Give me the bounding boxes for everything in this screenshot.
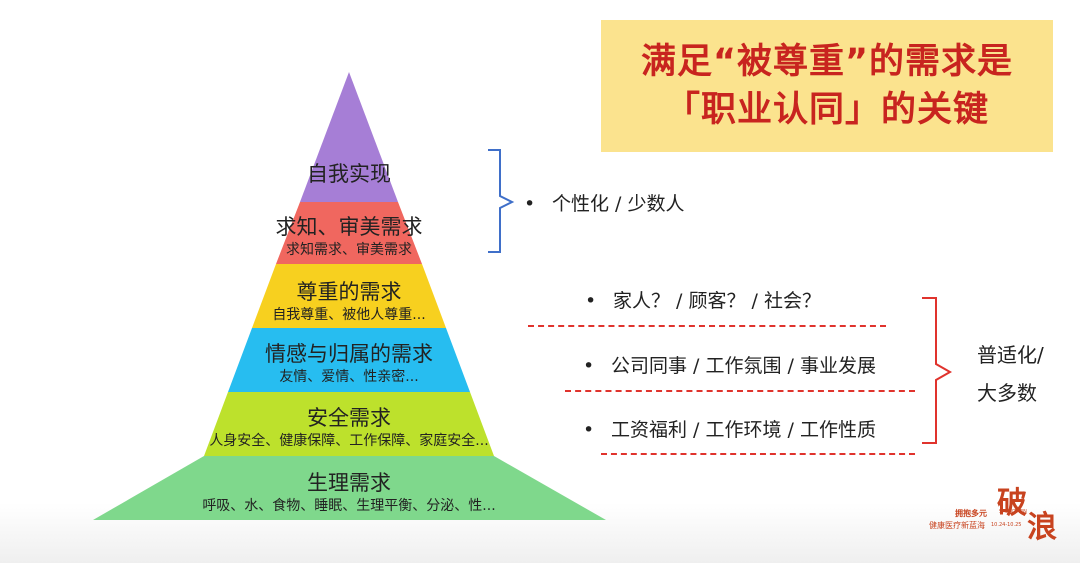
logo-dates: 10.24-10.25: [991, 522, 1022, 528]
layer-6-subtitle: 呼吸、水、食物、睡眠、生理平衡、分泌、性...: [202, 498, 496, 514]
logo-char-1: 破: [997, 486, 1027, 521]
layer-2-title: 求知、审美需求: [275, 215, 423, 239]
layer-5-title: 安全需求: [307, 406, 391, 430]
logo-city: SHENZHEN: [999, 509, 1027, 515]
dashed-separator-3: [601, 453, 915, 455]
layer-1-shape: [300, 72, 398, 202]
universal-label-line-2: 大多数: [977, 381, 1037, 405]
logo-tagline-1: 拥抱多元: [955, 509, 987, 518]
layer-3-subtitle: 自我尊重、被他人尊重...: [272, 307, 426, 323]
universal-label: 普适化/ 大多数: [977, 336, 1044, 412]
title-line-1: 满足“被尊重”的需求是: [640, 42, 1013, 82]
universal-bullet-1: • 家人？ / 顾客？ / 社会？: [585, 286, 821, 313]
dashed-separator-2: [565, 390, 915, 392]
universal-bullet-2: • 公司同事 / 工作氛围 / 事业发展: [583, 351, 876, 378]
universal-label-line-1: 普适化/: [977, 343, 1044, 367]
logo-tagline-2: 健康医疗新蓝海: [929, 521, 985, 530]
blue-brace-icon: [488, 149, 515, 253]
universal-bullet-3: • 工资福利 / 工作环境 / 工作性质: [583, 415, 876, 442]
dashed-separator-1: [528, 325, 886, 327]
universal-text-2: 公司同事 / 工作氛围 / 事业发展: [611, 355, 876, 377]
title-line-2: 「职业认同」的关键: [664, 90, 989, 130]
bullet-dot: •: [585, 290, 597, 312]
layer-4-title: 情感与归属的需求: [265, 342, 433, 366]
layer-3-title: 尊重的需求: [296, 280, 402, 304]
layer-6-title: 生理需求: [307, 471, 391, 495]
layer-5-shape: [204, 392, 494, 456]
red-brace-icon: [922, 297, 953, 444]
logo-char-2: 浪: [1027, 510, 1057, 545]
title-box: 满足“被尊重”的需求是 「职业认同」的关键: [601, 20, 1053, 152]
layer-3-shape: [252, 264, 446, 328]
layer-6-shape: [93, 456, 606, 520]
layer-1-title: 自我实现: [307, 162, 391, 186]
layer-2-shape: [276, 202, 422, 264]
bullet-dot: •: [583, 355, 595, 377]
bullet-dot: •: [583, 419, 595, 441]
universal-text-1: 家人？ / 顾客？ / 社会？: [613, 290, 821, 312]
event-logo: 破 浪 拥抱多元 SHENZHEN 健康医疗新蓝海 10.24-10.25: [925, 478, 1075, 548]
bullet-dot: •: [524, 193, 536, 215]
layer-2-subtitle: 求知需求、审美需求: [286, 242, 412, 258]
universal-text-3: 工资福利 / 工作环境 / 工作性质: [611, 419, 876, 441]
layer-5-subtitle: 人身安全、健康保障、工作保障、家庭安全...: [209, 433, 489, 449]
personalized-bullet: • 个性化 / 少数人: [524, 189, 684, 216]
layer-4-subtitle: 友情、爱情、性亲密...: [279, 369, 419, 385]
personalized-text: 个性化 / 少数人: [552, 193, 685, 215]
layer-4-shape: [228, 328, 470, 392]
